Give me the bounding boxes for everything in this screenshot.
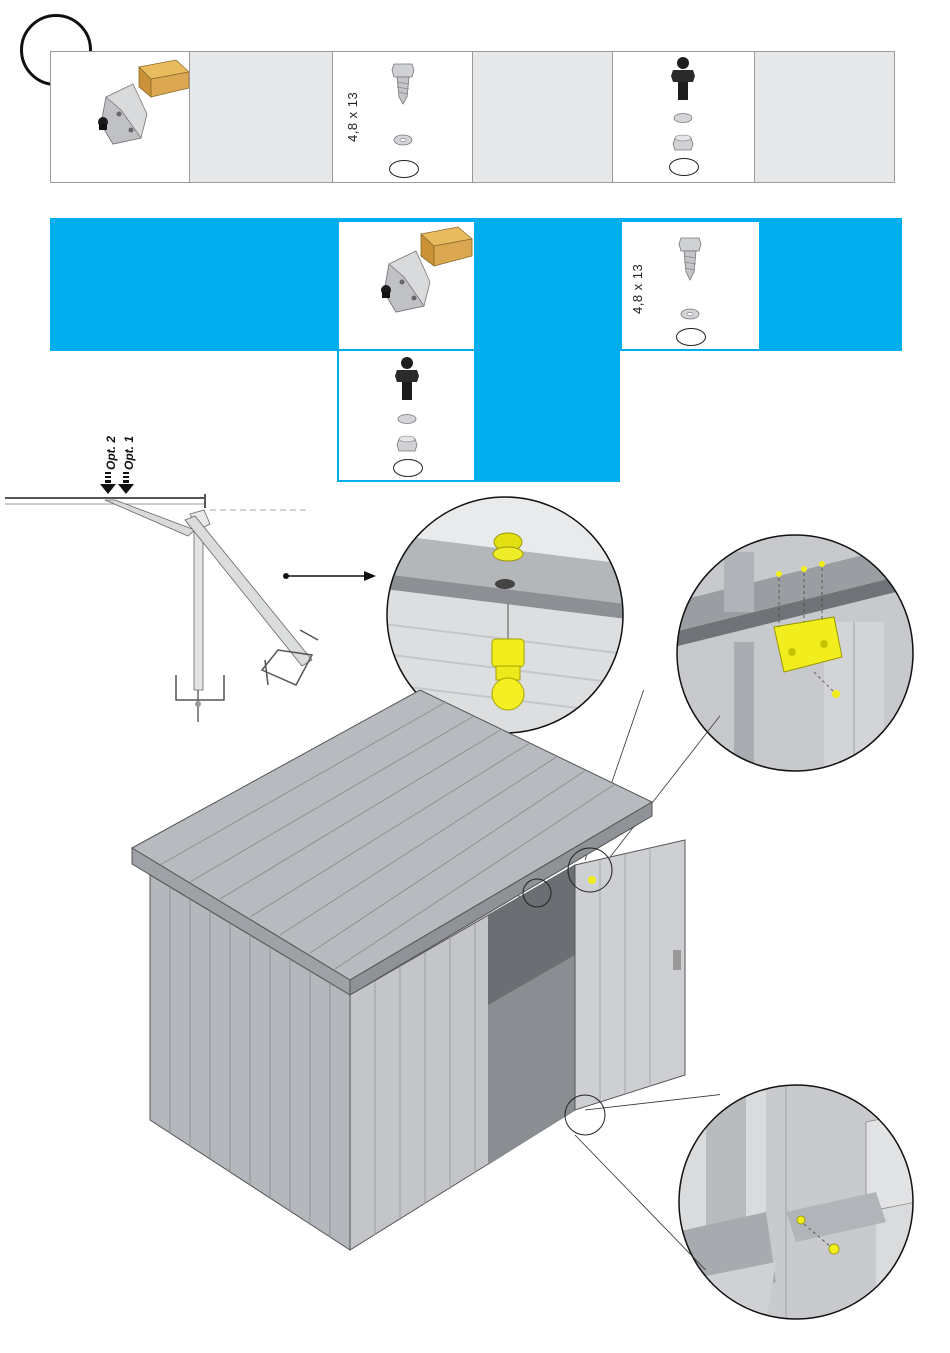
part-cell-ball-stud [613, 52, 754, 182]
part-cell-bracket [51, 52, 190, 182]
shed-assembly-illustration [120, 690, 720, 1270]
part-cell-empty-3 [755, 52, 894, 182]
blue-screw-quantity-oval [676, 328, 706, 346]
opt2-label: Opt. 2 [104, 436, 118, 470]
blue-option-band [50, 218, 902, 351]
part-cell-screw: 4,8 x 13 [333, 52, 472, 182]
parts-row: 4,8 x 13 [50, 51, 895, 183]
part-cell-empty-1 [190, 52, 333, 182]
pointer-arrow-icon [280, 568, 380, 584]
blue-cell-screw: 4,8 x 13 [620, 220, 761, 351]
bracket-with-box-icon [51, 52, 189, 182]
part-cell-empty-2 [473, 52, 613, 182]
bracket-with-box-icon-2 [339, 222, 474, 349]
ball-stud-quantity-oval [669, 158, 699, 176]
blue-cell-bracket [337, 220, 476, 351]
blue-ball-stud-quantity-oval [393, 459, 423, 477]
blue-option-band-lower [474, 351, 620, 482]
blue-cell-ball-stud [337, 349, 476, 482]
opt1-label: Opt. 1 [122, 436, 136, 470]
